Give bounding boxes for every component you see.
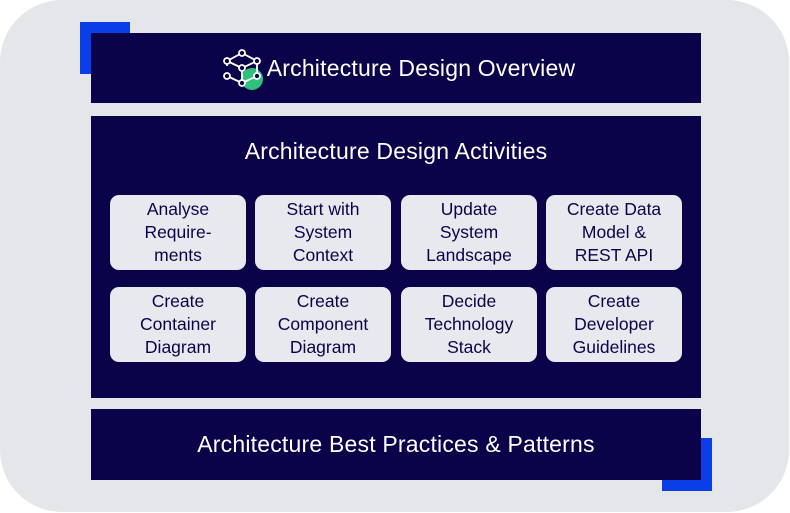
activity-card: Create Container Diagram (110, 287, 246, 362)
practices-title: Architecture Best Practices & Patterns (197, 431, 595, 457)
overview-title: Architecture Design Overview (266, 55, 576, 81)
activities-title: Architecture Design Activities (244, 138, 548, 164)
activity-card: Create Developer Guidelines (546, 287, 682, 362)
practices-panel: Architecture Best Practices & Patterns (91, 409, 701, 480)
activity-card: Create Component Diagram (255, 287, 391, 362)
activity-card: Start with System Context (255, 195, 391, 270)
activity-card: Decide Technology Stack (401, 287, 537, 362)
overview-panel: Architecture Design Overview (91, 33, 701, 103)
activity-card: Create Data Model & REST API (546, 195, 682, 270)
activity-card: Analyse Require- ments (110, 195, 246, 270)
network-cube-icon (223, 49, 263, 90)
activity-card: Update System Landscape (401, 195, 537, 270)
